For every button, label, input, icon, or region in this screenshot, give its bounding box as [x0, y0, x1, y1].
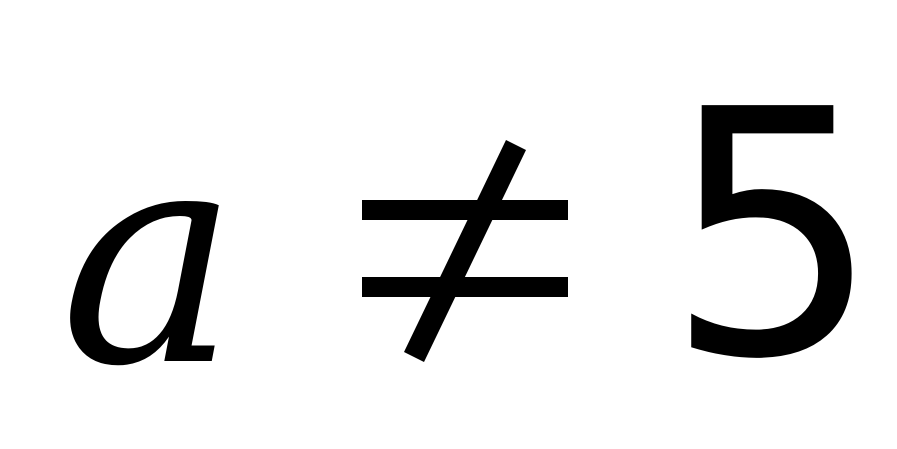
- value-five: 5: [665, 38, 882, 434]
- not-equal-icon: [362, 140, 568, 362]
- variable-a: a: [60, 83, 239, 432]
